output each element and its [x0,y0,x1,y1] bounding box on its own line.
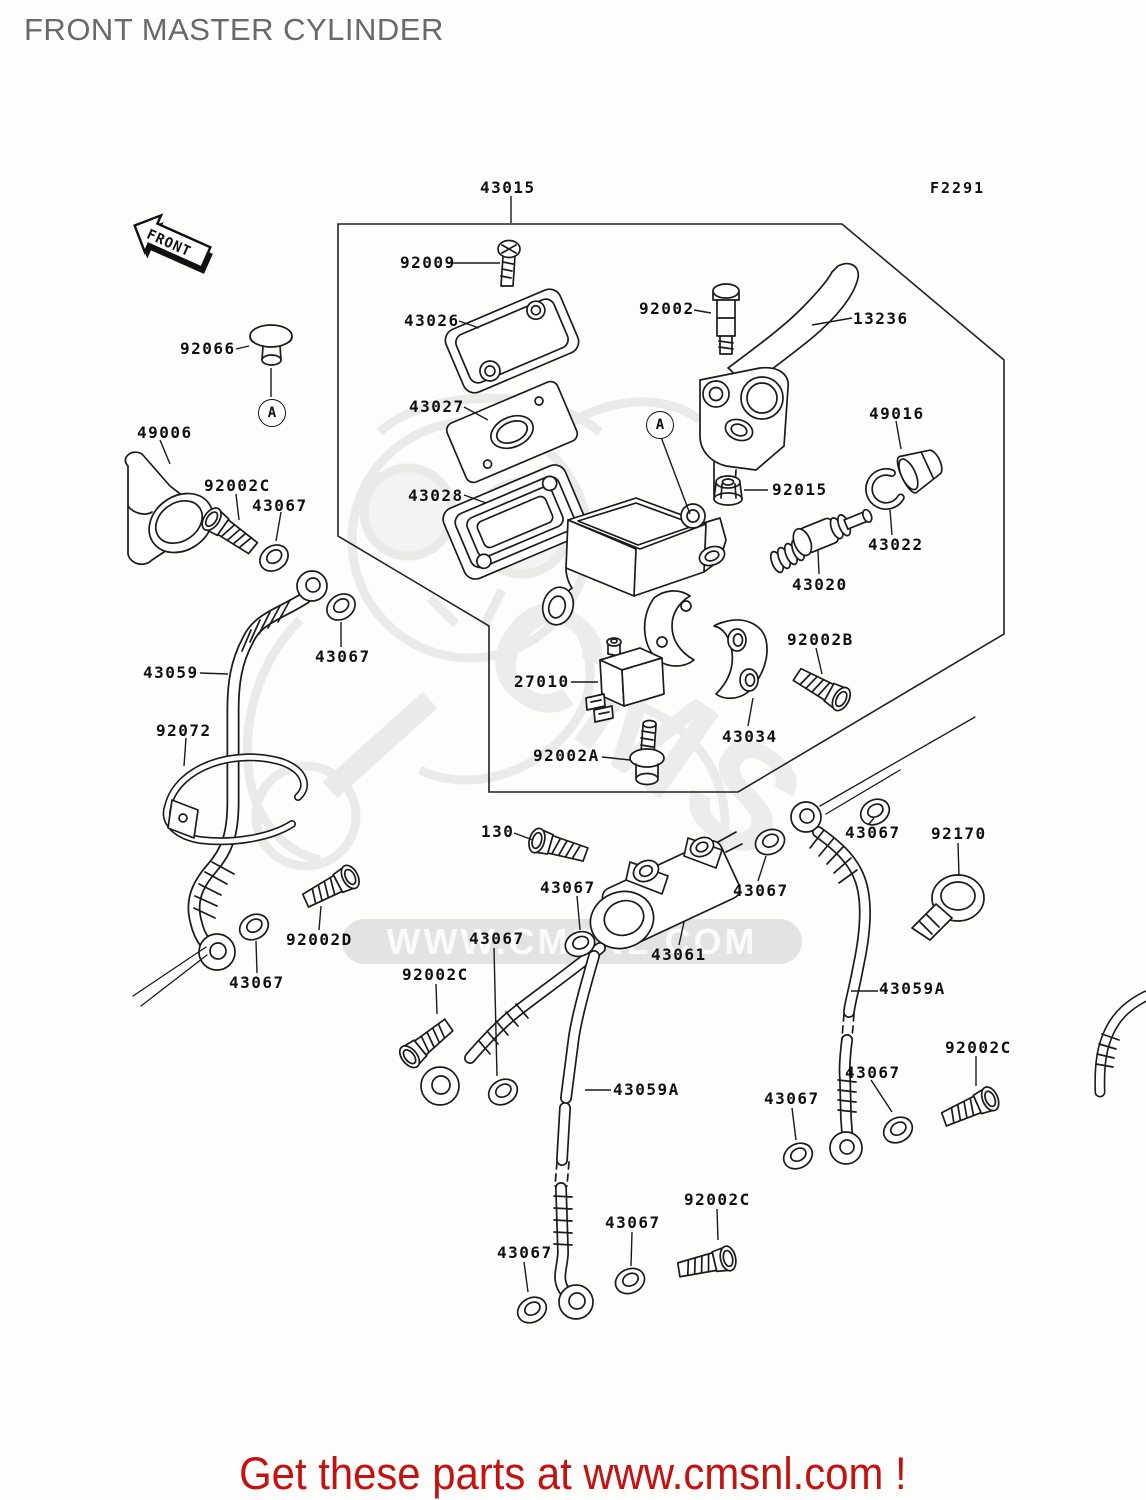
part-label-92072-19[interactable]: 92072 [156,721,212,740]
part-label-43067-26[interactable]: 43067 [733,881,789,900]
part-drawing-27010 [585,637,665,723]
part-drawing-43027 [445,380,579,484]
page-title: FRONT MASTER CYLINDER [24,12,444,47]
part-drawing-92002A [629,719,665,786]
part-drawing-43020 [769,508,873,574]
part-label-92015-12[interactable]: 92015 [772,480,828,499]
part-label-43067-36[interactable]: 43067 [764,1089,820,1108]
part-drawing-49006 [124,451,214,566]
figure-code: F2291 [930,179,986,197]
part-drawing-92170 [911,874,985,941]
part-label-92002D-27[interactable]: 92002D [286,930,353,949]
part-label-49006-8[interactable]: 49006 [137,423,193,442]
part-label-43067-11[interactable]: 43067 [252,496,308,515]
part-drawing-92066 [249,324,293,366]
part-drawing-43059 [132,570,328,1007]
part-label-13236-5[interactable]: 13236 [853,309,909,328]
part-drawing-43061 [589,831,743,950]
part-drawing-43028 [442,464,588,580]
part-label-43067-30[interactable]: 43067 [229,973,285,992]
footer-banner: Get these parts at www.cmsnl.com ! [0,1448,1146,1500]
callout-a-left: A [258,399,286,427]
part-drawing-43026 [444,288,580,394]
part-label-92002A-21[interactable]: 92002A [533,746,600,765]
part-label-92002C-29[interactable]: 92002C [402,965,469,984]
part-label-92170-24[interactable]: 92170 [931,824,987,843]
part-label-43059A-35[interactable]: 43059A [613,1080,680,1099]
part-label-43059A-32[interactable]: 43059A [879,979,946,998]
footer-text[interactable]: Get these parts at www.cmsnl.com ! [239,1448,907,1499]
part-label-92002-4[interactable]: 92002 [639,299,695,318]
part-drawing-43034 [713,619,768,700]
part-label-43059-16[interactable]: 43059 [143,663,199,682]
part-label-43034-20[interactable]: 43034 [722,727,778,746]
part-drawing-43059A-center [420,942,606,1320]
part-drawing-hose-stub [1094,990,1146,1098]
part-label-43027-6[interactable]: 43027 [409,397,465,416]
part-drawing-49016 [896,449,943,494]
part-label-43067-25[interactable]: 43067 [540,878,596,897]
part-label-43022-13[interactable]: 43022 [868,535,924,554]
part-label-43020-14[interactable]: 43020 [792,575,848,594]
leader-lines [159,196,977,1293]
part-drawing-43022 [865,468,905,510]
part-drawing-13236 [699,262,860,501]
part-label-43067-38[interactable]: 43067 [605,1213,661,1232]
part-label-43067-39[interactable]: 43067 [497,1243,553,1262]
part-label-92002C-33[interactable]: 92002C [945,1038,1012,1057]
part-drawing-92072 [162,753,309,846]
part-label-92002C-37[interactable]: 92002C [684,1190,751,1209]
callout-a-box: A [646,411,674,439]
part-drawing-92015 [713,475,743,506]
assembly-group-border [337,223,1005,793]
part-label-43067-23[interactable]: 43067 [845,823,901,842]
part-label-43028-9[interactable]: 43028 [408,486,464,505]
part-label-43015-0[interactable]: 43015 [480,178,536,197]
part-drawing-92002 [712,283,740,355]
part-drawing-43059A-right [790,716,976,1165]
part-label-43026-2[interactable]: 43026 [404,311,460,330]
part-label-27010-18[interactable]: 27010 [514,672,570,691]
part-label-43067-34[interactable]: 43067 [845,1063,901,1082]
part-label-49016-7[interactable]: 49016 [869,404,925,423]
part-drawing-92009 [497,239,521,287]
part-label-43067-28[interactable]: 43067 [469,929,525,948]
part-label-92009-1[interactable]: 92009 [400,253,456,272]
part-label-43061-31[interactable]: 43061 [651,945,707,964]
part-label-92002C-10[interactable]: 92002C [204,476,271,495]
part-label-92066-3[interactable]: 92066 [180,339,236,358]
part-label-130-22[interactable]: 130 [481,822,515,841]
part-label-92002B-17[interactable]: 92002B [787,630,854,649]
part-drawing-master-cylinder-body [541,497,727,667]
part-label-43067-15[interactable]: 43067 [315,647,371,666]
